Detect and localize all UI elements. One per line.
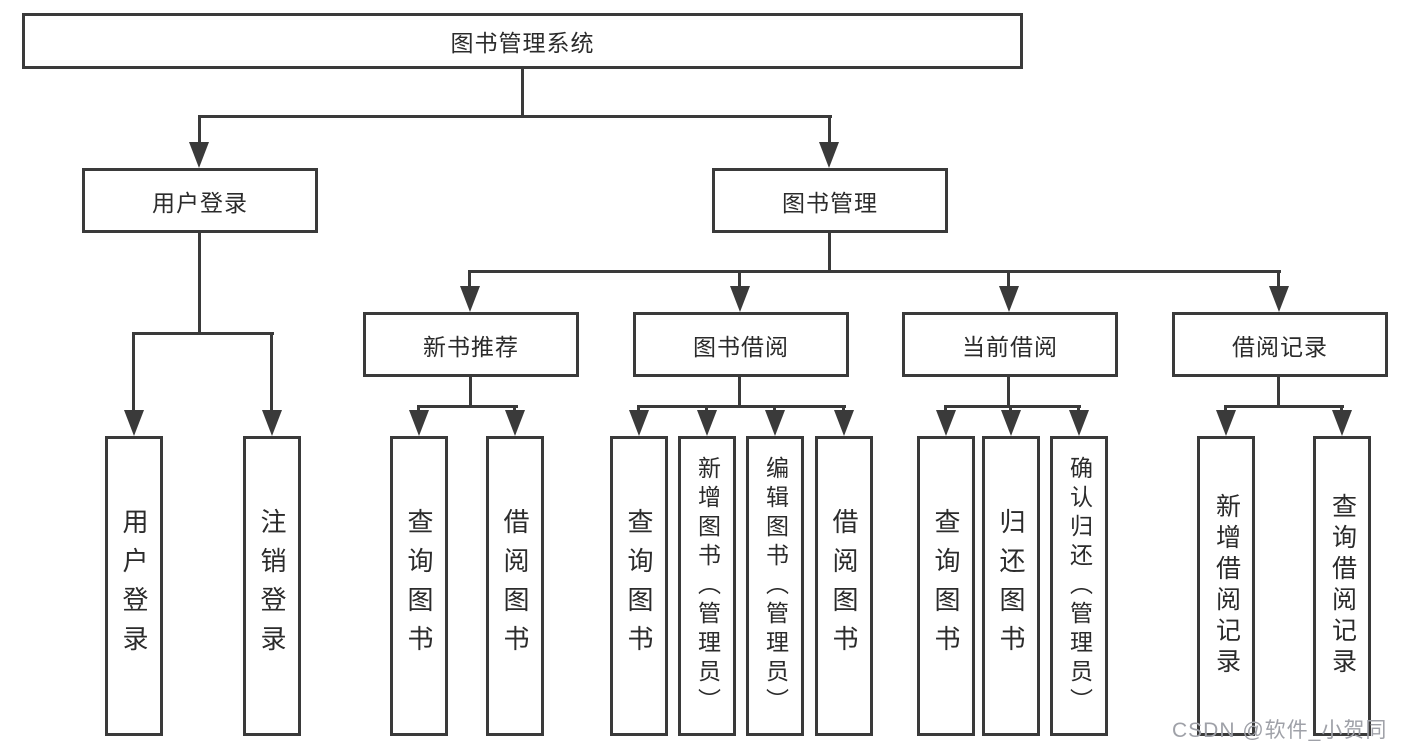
connector-line [1077, 405, 1080, 413]
leaf-confirm-return-admin: 确认归还（管理员） [1050, 436, 1108, 736]
connector-line [1007, 377, 1010, 408]
connector-line [842, 405, 845, 413]
connector-line [1007, 270, 1010, 290]
arrowhead-down-icon [124, 410, 144, 436]
leaf-query-books: 查询图书 [390, 436, 448, 736]
node-label: 用户登录 [152, 189, 248, 216]
leaf-query-books: 查询图书 [917, 436, 975, 736]
node-label: 新增图书（管理员） [694, 455, 721, 717]
connector-line [468, 270, 1281, 273]
node-label: 归还图书 [996, 508, 1026, 664]
connector-line [828, 232, 831, 273]
node-label: 当前借阅 [962, 333, 1058, 360]
node-library-management-system: 图书管理系统 [22, 13, 1023, 69]
connector-line [521, 68, 524, 118]
node-label: 用户登录 [119, 508, 149, 664]
leaf-edit-books-admin: 编辑图书（管理员） [746, 436, 804, 736]
connector-line [417, 405, 420, 413]
node-borrowing-records: 借阅记录 [1172, 312, 1388, 377]
node-label: 查询借阅记录 [1328, 493, 1357, 679]
node-user-login: 用户登录 [82, 168, 318, 233]
connector-line [469, 377, 472, 408]
leaf-return-books: 归还图书 [982, 436, 1040, 736]
connector-line [828, 115, 831, 147]
connector-line [132, 332, 274, 335]
connector-line [1277, 377, 1280, 408]
node-label: 编辑图书（管理员） [762, 455, 789, 717]
leaf-add-books-admin: 新增图书（管理员） [678, 436, 736, 736]
connector-line [738, 270, 741, 290]
node-label: 查询图书 [931, 508, 961, 664]
leaf-query-books: 查询图书 [610, 436, 668, 736]
node-label: 确认归还（管理员） [1066, 455, 1093, 717]
node-label: 新增借阅记录 [1212, 493, 1241, 679]
connector-line [773, 405, 776, 413]
node-book-borrowing: 图书借阅 [633, 312, 849, 377]
node-label: 借阅记录 [1232, 333, 1328, 360]
connector-line [1224, 405, 1344, 408]
connector-line [198, 232, 201, 335]
connector-line [1340, 405, 1343, 413]
node-label: 注销登录 [257, 508, 287, 664]
connector-line [637, 405, 846, 408]
connector-line [944, 405, 1081, 408]
connector-line [1009, 405, 1012, 413]
node-new-book-recommendation: 新书推荐 [363, 312, 579, 377]
node-label: 借阅图书 [500, 508, 530, 664]
arrowhead-down-icon [409, 410, 429, 436]
arrowhead-down-icon [1216, 410, 1236, 436]
connector-line [1277, 270, 1280, 290]
connector-line [468, 270, 471, 290]
leaf-logout-login: 注销登录 [243, 436, 301, 736]
arrowhead-down-icon [460, 286, 480, 312]
arrowhead-down-icon [1001, 410, 1021, 436]
connector-line [705, 405, 708, 413]
connector-line [270, 332, 273, 412]
connector-line [513, 405, 516, 413]
connector-line [1224, 405, 1227, 413]
node-label: 新书推荐 [423, 333, 519, 360]
arrowhead-down-icon [730, 286, 750, 312]
arrowhead-down-icon [189, 142, 209, 168]
connector-line [132, 332, 135, 412]
node-label: 图书借阅 [693, 333, 789, 360]
connector-line [198, 115, 832, 118]
node-current-borrowing: 当前借阅 [902, 312, 1118, 377]
connector-line [944, 405, 947, 413]
arrowhead-down-icon [1332, 410, 1352, 436]
node-book-management: 图书管理 [712, 168, 948, 233]
node-label: 图书管理 [782, 189, 878, 216]
arrowhead-down-icon [505, 410, 525, 436]
node-label: 借阅图书 [829, 508, 859, 664]
leaf-add-borrowing-record: 新增借阅记录 [1197, 436, 1255, 736]
connector-line [738, 377, 741, 408]
leaf-user-login: 用户登录 [105, 436, 163, 736]
arrowhead-down-icon [1269, 286, 1289, 312]
leaf-borrow-books: 借阅图书 [486, 436, 544, 736]
connector-line [417, 405, 518, 408]
node-label: 查询图书 [624, 508, 654, 664]
arrowhead-down-icon [999, 286, 1019, 312]
leaf-borrow-books: 借阅图书 [815, 436, 873, 736]
arrowhead-down-icon [262, 410, 282, 436]
leaf-query-borrowing-record: 查询借阅记录 [1313, 436, 1371, 736]
arrowhead-down-icon [765, 410, 785, 436]
connector-line [637, 405, 640, 413]
node-label: 查询图书 [404, 508, 434, 664]
node-label: 图书管理系统 [450, 30, 595, 56]
connector-line [198, 115, 201, 147]
arrowhead-down-icon [936, 410, 956, 436]
arrowhead-down-icon [697, 410, 717, 436]
arrowhead-down-icon [1069, 410, 1089, 436]
csdn-watermark: CSDN @软件_小贺同学 [1172, 719, 1388, 742]
arrowhead-down-icon [819, 142, 839, 168]
arrowhead-down-icon [629, 410, 649, 436]
arrowhead-down-icon [834, 410, 854, 436]
